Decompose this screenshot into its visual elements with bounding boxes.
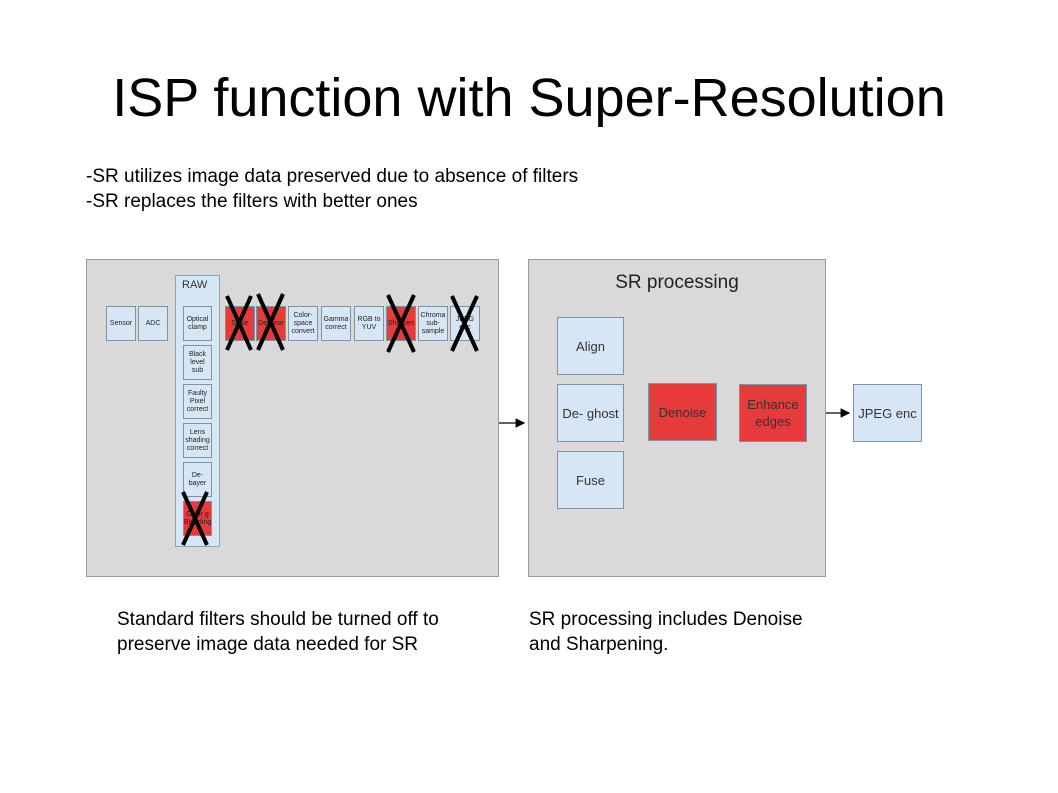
sr-title: SR processing — [615, 272, 739, 293]
left-caption: Standard filters should be turned off to… — [117, 609, 439, 655]
align-block: Align — [557, 317, 624, 375]
scale-block: Scale — [225, 306, 255, 341]
right-caption: SR processing includes Denoise and Sharp… — [529, 609, 803, 655]
bullet-1: -SR utilizes image data preserved due to… — [86, 166, 579, 187]
sensor-block: Sensor — [106, 306, 136, 341]
gamma-block: Gamma correct — [321, 306, 351, 341]
black-level-block: Black level sub — [183, 345, 212, 380]
page-title: ISP function with Super-Resolution — [112, 68, 946, 128]
rgb-yuv-block: RGB to YUV — [354, 306, 384, 341]
faulty-pixel-block: Faulty Pixel correct — [183, 384, 212, 419]
optical-clamp-block: Optical clamp — [183, 306, 212, 341]
adc-block: ADC — [138, 306, 168, 341]
sr-denoise-block: Denoise — [648, 383, 717, 441]
cross-out-sharpen-icon — [386, 294, 416, 353]
cross-out-scale-icon — [225, 295, 253, 351]
fuse-block: Fuse — [557, 451, 624, 509]
raw-label: RAW — [182, 279, 208, 291]
cross-out-blending-icon — [181, 491, 209, 546]
debayer-block: De- bayer — [183, 462, 212, 497]
enhance-edges-block: Enhance edges — [739, 384, 807, 442]
cross-out-denoise-icon — [256, 293, 285, 351]
chroma-block: Chroma sub- sample — [418, 306, 448, 341]
jpeg-enc-block: JPEG enc — [853, 384, 922, 442]
color-space-block: Color- space convert — [288, 306, 318, 341]
bullet-2: -SR replaces the filters with better one… — [86, 191, 418, 212]
deghost-block: De- ghost — [557, 384, 624, 442]
lens-shading-block: Lens shading correct — [183, 423, 212, 458]
bullet-list: -SR utilizes image data preserved due to… — [86, 164, 578, 214]
cross-out-jpeg-icon — [450, 295, 479, 352]
